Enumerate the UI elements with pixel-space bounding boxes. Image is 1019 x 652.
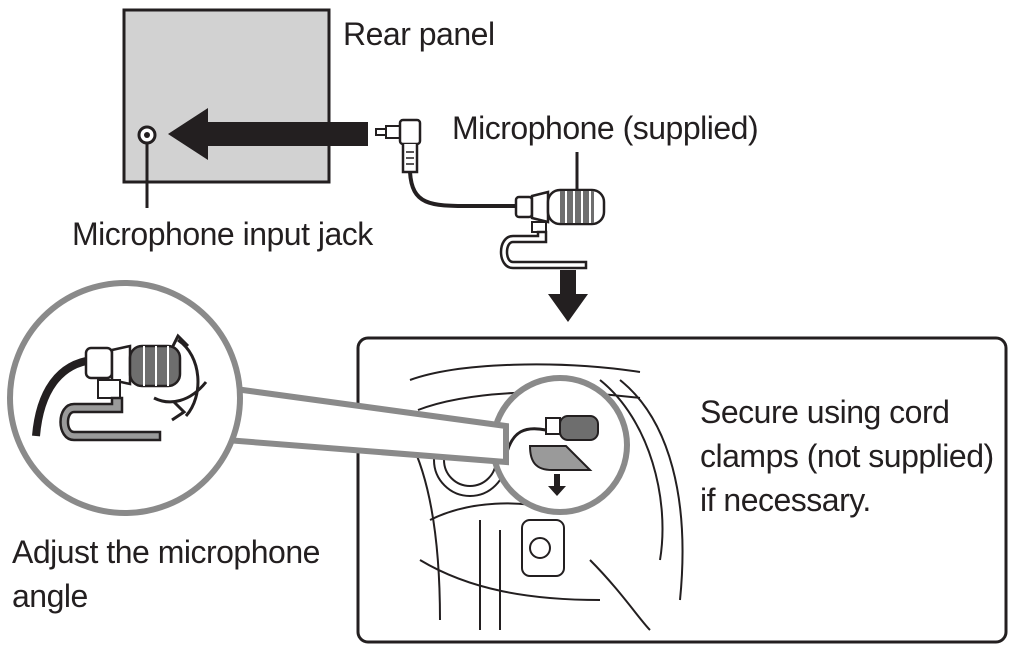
- mounted-microphone: [504, 415, 599, 496]
- microphone-cord: [408, 171, 520, 208]
- zoom-connector: [225, 385, 509, 466]
- adjust-label-line2: angle: [12, 578, 88, 614]
- microphone-icon: [514, 152, 606, 233]
- adjust-angle-label: Adjust the microphone angle: [12, 530, 332, 618]
- plug-icon: [375, 118, 422, 174]
- zoomed-microphone: [32, 344, 182, 442]
- arrow-left-icon: [168, 108, 368, 160]
- microphone-input-jack: [137, 125, 157, 208]
- rotate-arrows-icon: [153, 333, 208, 422]
- rear-panel-label: Rear panel: [343, 16, 495, 52]
- secure-label-line3: if necessary.: [700, 482, 871, 518]
- rear-panel: [122, 8, 331, 184]
- input-jack-label: Microphone input jack: [72, 216, 373, 252]
- secure-clamps-label: Secure using cord clamps (not supplied) …: [700, 390, 1000, 522]
- microphone-label: Microphone (supplied): [452, 110, 759, 146]
- cord-clamp-icon: [499, 230, 588, 270]
- secure-label-line1: Secure using cord: [700, 394, 950, 430]
- adjust-label-line1: Adjust the microphone: [12, 534, 320, 570]
- secure-label-line2: clamps (not supplied): [700, 438, 994, 474]
- arrow-down-icon: [548, 270, 588, 322]
